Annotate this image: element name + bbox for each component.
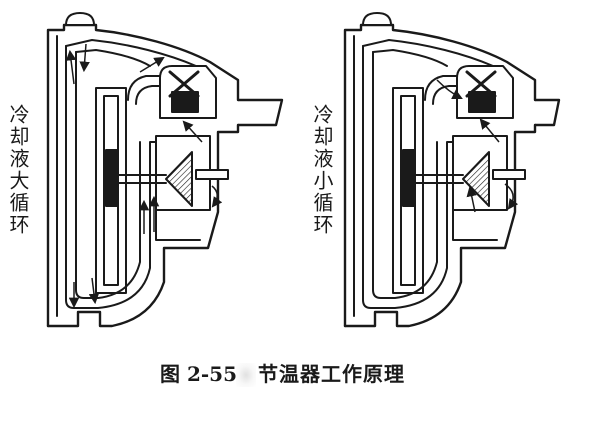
thermostat-body-right: [343, 11, 537, 328]
diagram-large-circulation: [46, 11, 284, 328]
flow-arrow: [65, 49, 77, 85]
diagram-small-circulation: [343, 11, 561, 328]
flow-arrow: [88, 277, 100, 305]
flow-arrow: [436, 79, 463, 99]
flow-arrow: [466, 185, 477, 213]
radiator-outlet-pipe-right: [535, 98, 561, 127]
flow-arrow: [79, 43, 90, 73]
flow-arrow: [182, 120, 203, 143]
radiator-outlet-pipe-left: [238, 98, 284, 127]
large-circulation-label: 冷却液大循环: [6, 104, 30, 236]
figure-number: 图 2-55: [160, 362, 238, 386]
flow-arrow: [211, 185, 223, 208]
figure-title: 节温器工作原理: [258, 362, 405, 386]
caption-smudge: [236, 363, 256, 387]
flow-arrow: [504, 183, 519, 210]
flow-arrows-large: [65, 43, 223, 309]
small-circulation-label: 冷却液小循环: [310, 104, 334, 236]
flow-arrow: [479, 118, 500, 143]
flow-arrow: [139, 56, 165, 73]
thermostat-body-left: [46, 11, 240, 328]
flow-arrows-small: [436, 79, 519, 213]
